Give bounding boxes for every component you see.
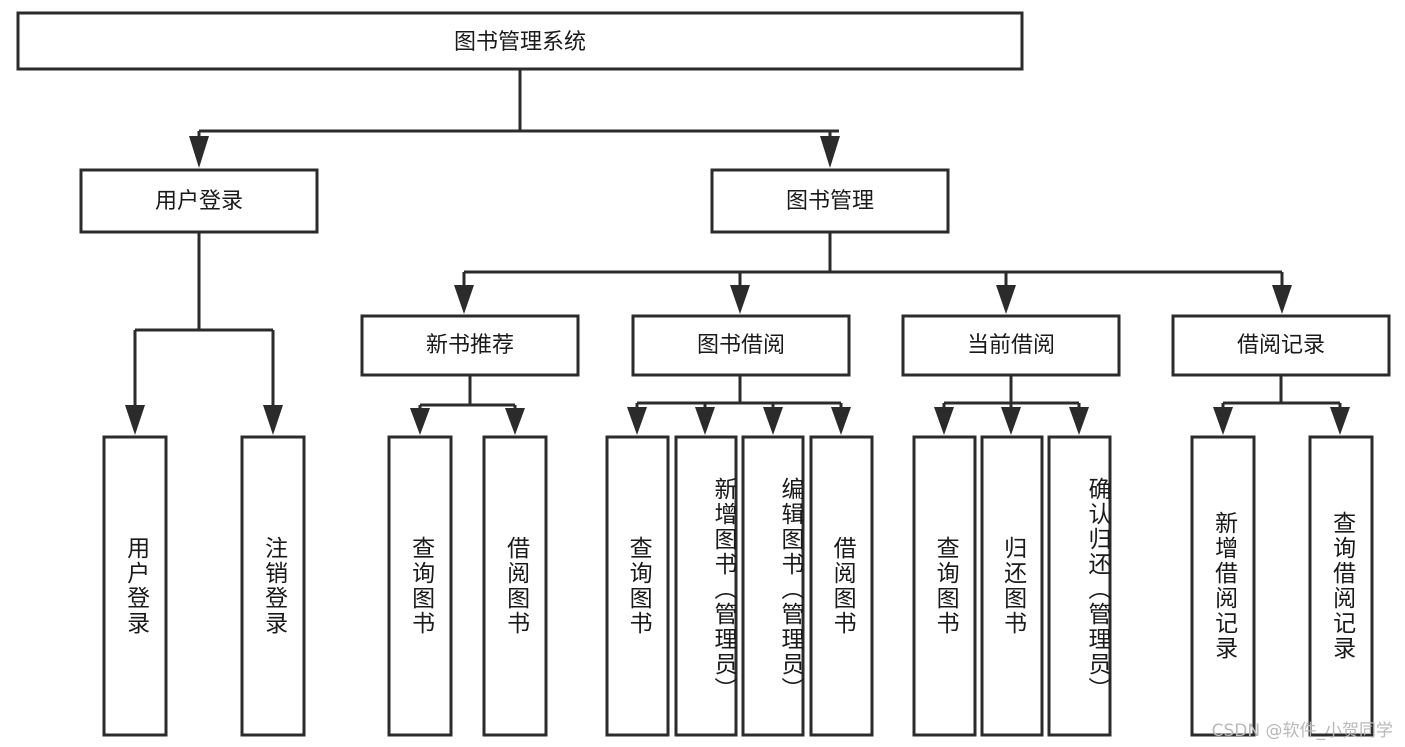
- node-new-book-recommend-rect[interactable]: [360, 314, 580, 377]
- leaf-rect-logout[interactable]: [240, 435, 306, 737]
- node-new-book-recommend[interactable]: 新书推荐: [360, 314, 580, 377]
- arrow-head-new-book: [454, 285, 474, 314]
- node-borrow-record-label: 借阅记录: [1237, 333, 1325, 358]
- leaf-rect-confirm-return[interactable]: [1047, 435, 1112, 737]
- leaf-rect-query-book-c[interactable]: [912, 435, 977, 737]
- leaf-rect-query-book-b[interactable]: [605, 435, 670, 737]
- node-book-management-rect[interactable]: [710, 168, 950, 234]
- arrow-head-leaf-confirm-return: [1069, 407, 1089, 435]
- leaf-rect-query-book-a[interactable]: [387, 435, 453, 737]
- node-current-borrow-label: 当前借阅: [967, 333, 1055, 358]
- arrow-head-leaf-add-book: [695, 407, 715, 435]
- node-user-login-label: 用户登录: [155, 189, 243, 214]
- arrow-head-user-login: [189, 136, 209, 168]
- node-current-borrow[interactable]: 当前借阅: [901, 314, 1121, 377]
- node-borrow-record-rect[interactable]: [1171, 314, 1391, 377]
- leaf-rects: [102, 435, 1374, 737]
- arrow-head-leaf-logout: [263, 405, 283, 435]
- node-book-borrow-label: 图书借阅: [697, 333, 785, 358]
- arrow-head-borrow-book: [730, 285, 750, 314]
- leaf-rect-add-record[interactable]: [1190, 435, 1256, 737]
- node-book-borrow[interactable]: 图书借阅: [631, 314, 851, 377]
- leaf-rect-add-book[interactable]: [674, 435, 738, 737]
- connectors: [125, 69, 1350, 435]
- arrow-head-leaf-query-book-c: [934, 407, 954, 435]
- leaf-rect-query-record[interactable]: [1308, 435, 1374, 737]
- node-user-login[interactable]: 用户登录: [79, 168, 319, 234]
- node-new-book-recommend-label: 新书推荐: [426, 333, 514, 358]
- csdn-watermark: CSDN @软件_小贺同学: [1211, 721, 1393, 741]
- node-user-login-rect[interactable]: [79, 168, 319, 234]
- arrow-head-leaf-edit-book: [763, 407, 783, 435]
- node-book-borrow-rect[interactable]: [631, 314, 851, 377]
- leaf-rect-edit-book[interactable]: [741, 435, 805, 737]
- arrow-head-leaf-query-book-a: [410, 408, 430, 435]
- node-book-management[interactable]: 图书管理: [710, 168, 950, 234]
- arrow-head-leaf-query-record: [1330, 407, 1350, 435]
- arrow-head-leaf-borrow-book-b: [831, 407, 851, 435]
- leaf-rect-return-book[interactable]: [980, 435, 1044, 737]
- arrow-head-current-borrow: [996, 285, 1016, 314]
- node-root-label: 图书管理系统: [454, 30, 586, 55]
- leaf-rect-user-login[interactable]: [102, 435, 168, 737]
- arrow-head-book-manage: [820, 136, 840, 168]
- arrow-head-leaf-user-login: [125, 405, 145, 435]
- arrow-head-leaf-add-record: [1213, 407, 1233, 435]
- arrow-head-leaf-borrow-book-a: [505, 408, 525, 435]
- arrow-head-leaf-query-book-b: [627, 407, 647, 435]
- arrow-head-borrow-record: [1272, 285, 1292, 314]
- node-root-rect[interactable]: [16, 11, 1024, 71]
- leaf-rect-borrow-book-a[interactable]: [482, 435, 548, 737]
- node-borrow-record[interactable]: 借阅记录: [1171, 314, 1391, 377]
- leaf-rect-borrow-book-b[interactable]: [809, 435, 874, 737]
- node-root-system[interactable]: 图书管理系统: [16, 11, 1024, 71]
- node-current-borrow-rect[interactable]: [901, 314, 1121, 377]
- arrow-head-leaf-return-book: [1001, 407, 1021, 435]
- node-book-management-label: 图书管理: [786, 189, 874, 214]
